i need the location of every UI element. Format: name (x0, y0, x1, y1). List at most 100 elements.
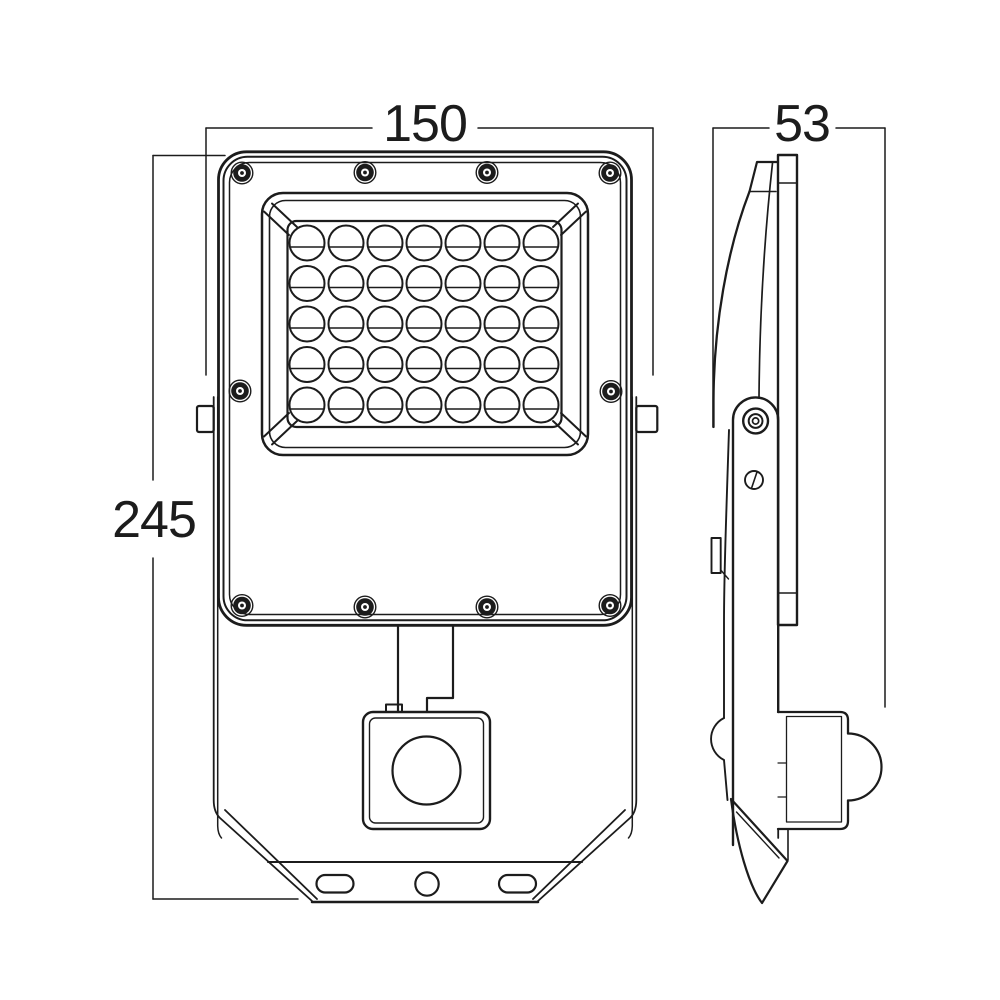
screw (475, 595, 499, 619)
screw (475, 160, 499, 184)
bracket-arm-side (710, 396, 780, 847)
led-lens (327, 346, 365, 383)
led-lens (522, 386, 560, 424)
screw (353, 160, 377, 184)
body-outline-inner (222, 155, 628, 622)
screw (230, 594, 254, 618)
led-lens (444, 346, 482, 383)
panel-outer (260, 191, 590, 457)
mounting-hole-center (414, 871, 440, 897)
led-lens (405, 386, 443, 424)
led-lens (327, 305, 365, 343)
screw (228, 379, 252, 403)
led-lens (405, 224, 443, 262)
pivot-bolt-center (751, 417, 760, 425)
back-plate (776, 153, 799, 627)
pivot-bolt-outer (741, 407, 770, 435)
side-view (710, 153, 883, 905)
foot-wedge (729, 797, 789, 905)
screw (599, 380, 623, 404)
led-lens (405, 265, 443, 302)
panel-corner-chamfers (263, 202, 587, 446)
pir-lens (391, 735, 462, 806)
bracket-foot (729, 797, 789, 905)
bracket-strip-right-outer (537, 396, 638, 902)
flange-chamfer-right-inner (532, 809, 626, 900)
panel-mid (268, 199, 582, 449)
led-lens (483, 224, 521, 262)
led-lens (522, 265, 560, 302)
body-outline (217, 150, 633, 627)
dimension-depth: 53 (712, 95, 886, 708)
back-plate-outline (776, 153, 799, 627)
floodlight-body (217, 150, 633, 627)
sensor-box-outline (361, 710, 492, 831)
pivot-bolt-ring (747, 413, 764, 429)
sensor-dome-lens (846, 732, 883, 802)
bracket-strip-right-inner (627, 396, 634, 839)
screw (598, 161, 622, 185)
mounting-tab-left (195, 404, 215, 434)
led-lens (366, 346, 404, 383)
screw (230, 161, 254, 185)
sensor-stem (385, 624, 455, 714)
stem-clip (385, 703, 403, 713)
led-lens (483, 346, 521, 383)
dimension-width-label: 150 (383, 95, 467, 153)
led-lens (444, 305, 482, 343)
top-cap (748, 160, 780, 193)
led-lens (327, 386, 365, 424)
dimension-height: 245 (112, 154, 299, 900)
led-lens (327, 224, 365, 262)
mounting-slot-right (497, 873, 538, 894)
lock-screw (744, 470, 764, 490)
led-lens (405, 305, 443, 343)
led-lens (327, 265, 365, 302)
screw (598, 594, 622, 618)
led-lens (288, 346, 326, 383)
sensor-box (361, 710, 492, 831)
led-lens (405, 346, 443, 383)
arm-outline (731, 396, 780, 847)
led-lens (288, 265, 326, 302)
side-tab (710, 537, 722, 574)
front-view (195, 150, 659, 904)
led-lens (366, 265, 404, 302)
led-lens (522, 224, 560, 262)
led-lens (288, 305, 326, 343)
front-curve-inner (758, 162, 774, 399)
mounting-flange (224, 809, 626, 904)
bracket-strip-left-outer (212, 396, 313, 902)
led-grid (288, 224, 560, 424)
sensor-housing-side (776, 710, 850, 831)
dimension-width: 150 (205, 95, 654, 376)
mounting-tab-right (635, 404, 659, 434)
sensor-box-inner (368, 717, 485, 824)
led-lens (522, 305, 560, 343)
dimension-height-label: 245 (112, 491, 196, 549)
dimension-annotations: 150 245 53 (112, 95, 886, 900)
panel-face (286, 219, 563, 429)
led-lens (444, 265, 482, 302)
led-lens (522, 346, 560, 383)
led-lens (366, 305, 404, 343)
mounting-slot-left (315, 873, 355, 894)
front-curve-outer (712, 190, 751, 429)
dimension-depth-label: 53 (774, 95, 830, 153)
screw (353, 595, 377, 619)
led-lens (483, 386, 521, 424)
bracket-strip-left-inner (216, 396, 223, 839)
led-lens (483, 265, 521, 302)
sensor-module-side (776, 710, 883, 831)
front-bottom-bulge (710, 717, 729, 801)
led-lens (288, 224, 326, 262)
lock-screw-slot (750, 471, 758, 489)
led-lens (366, 386, 404, 424)
led-lens (444, 386, 482, 424)
bracket-arm-strips (195, 396, 659, 902)
front-screws (228, 160, 623, 619)
led-lens (366, 224, 404, 262)
flange-chamfer-left-inner (224, 809, 318, 900)
led-lens (288, 386, 326, 424)
